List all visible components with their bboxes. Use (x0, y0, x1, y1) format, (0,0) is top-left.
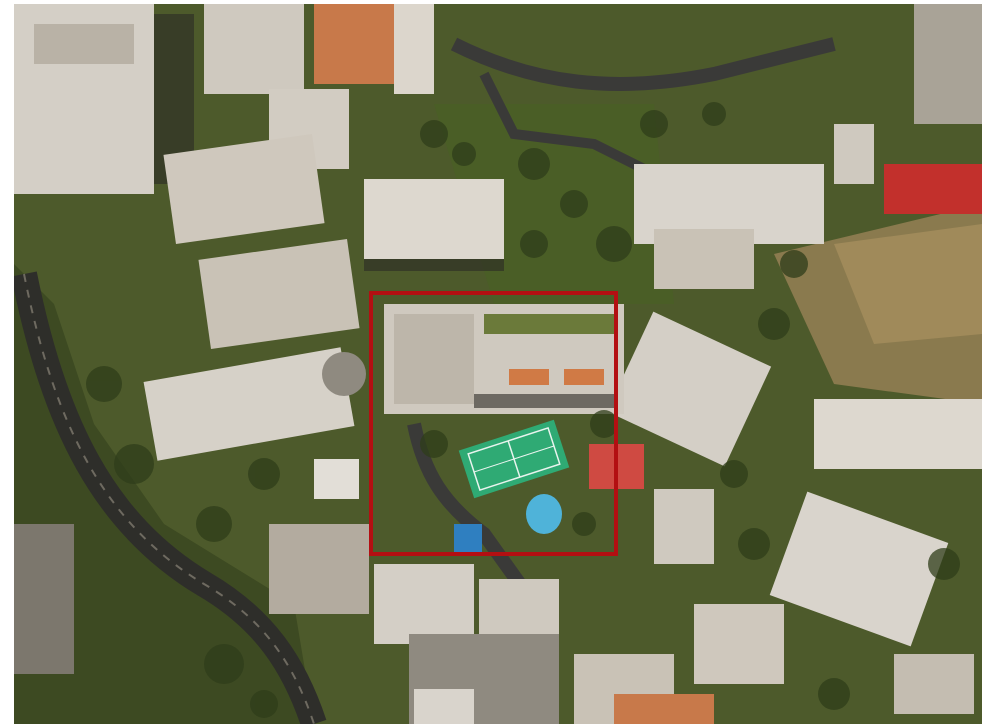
building-ne-small (834, 124, 874, 184)
tennis-court (458, 419, 570, 499)
building-east-3 (654, 489, 714, 564)
building-north (204, 4, 304, 94)
red-roof-building (884, 164, 982, 214)
building-south-west (269, 524, 369, 614)
roof-garden (484, 314, 614, 334)
shadow (364, 259, 504, 271)
building-west-3 (143, 347, 355, 461)
small-white-building (314, 459, 359, 499)
pool-small (454, 524, 482, 554)
building-southeast (769, 491, 949, 647)
building-south-roof (414, 689, 474, 724)
highway-lane-line (23, 273, 315, 724)
round-roof-structure (322, 352, 366, 396)
building-south-east-2 (694, 604, 784, 684)
building-north-small (394, 4, 434, 94)
central-complex-west-wing (394, 314, 474, 404)
park-road (479, 71, 657, 179)
terracotta-roof-1 (509, 369, 549, 385)
building-ne-tower (914, 4, 982, 124)
aerial-photo-drawing (14, 4, 982, 724)
building-south-1 (374, 564, 474, 644)
north-road (450, 37, 836, 91)
building-southwest-edge (14, 524, 74, 674)
building-north-central (364, 179, 504, 259)
aerial-photo (14, 4, 982, 724)
shadow (474, 394, 614, 408)
roof-equipment (34, 24, 134, 64)
building-brick-north (314, 4, 394, 84)
building-west-1 (163, 133, 325, 245)
building-ne-2 (654, 229, 754, 289)
building-east-2 (814, 399, 982, 469)
terrace-soil (834, 224, 982, 344)
brick-roof-south (614, 694, 714, 724)
building-west-2 (198, 238, 360, 350)
building-corner-se (894, 654, 974, 714)
tree-canopies (86, 102, 960, 718)
building-east-1 (606, 311, 772, 467)
terracotta-roof-2 (564, 369, 604, 385)
swimming-pool (526, 494, 562, 534)
highlight-box (369, 291, 618, 556)
